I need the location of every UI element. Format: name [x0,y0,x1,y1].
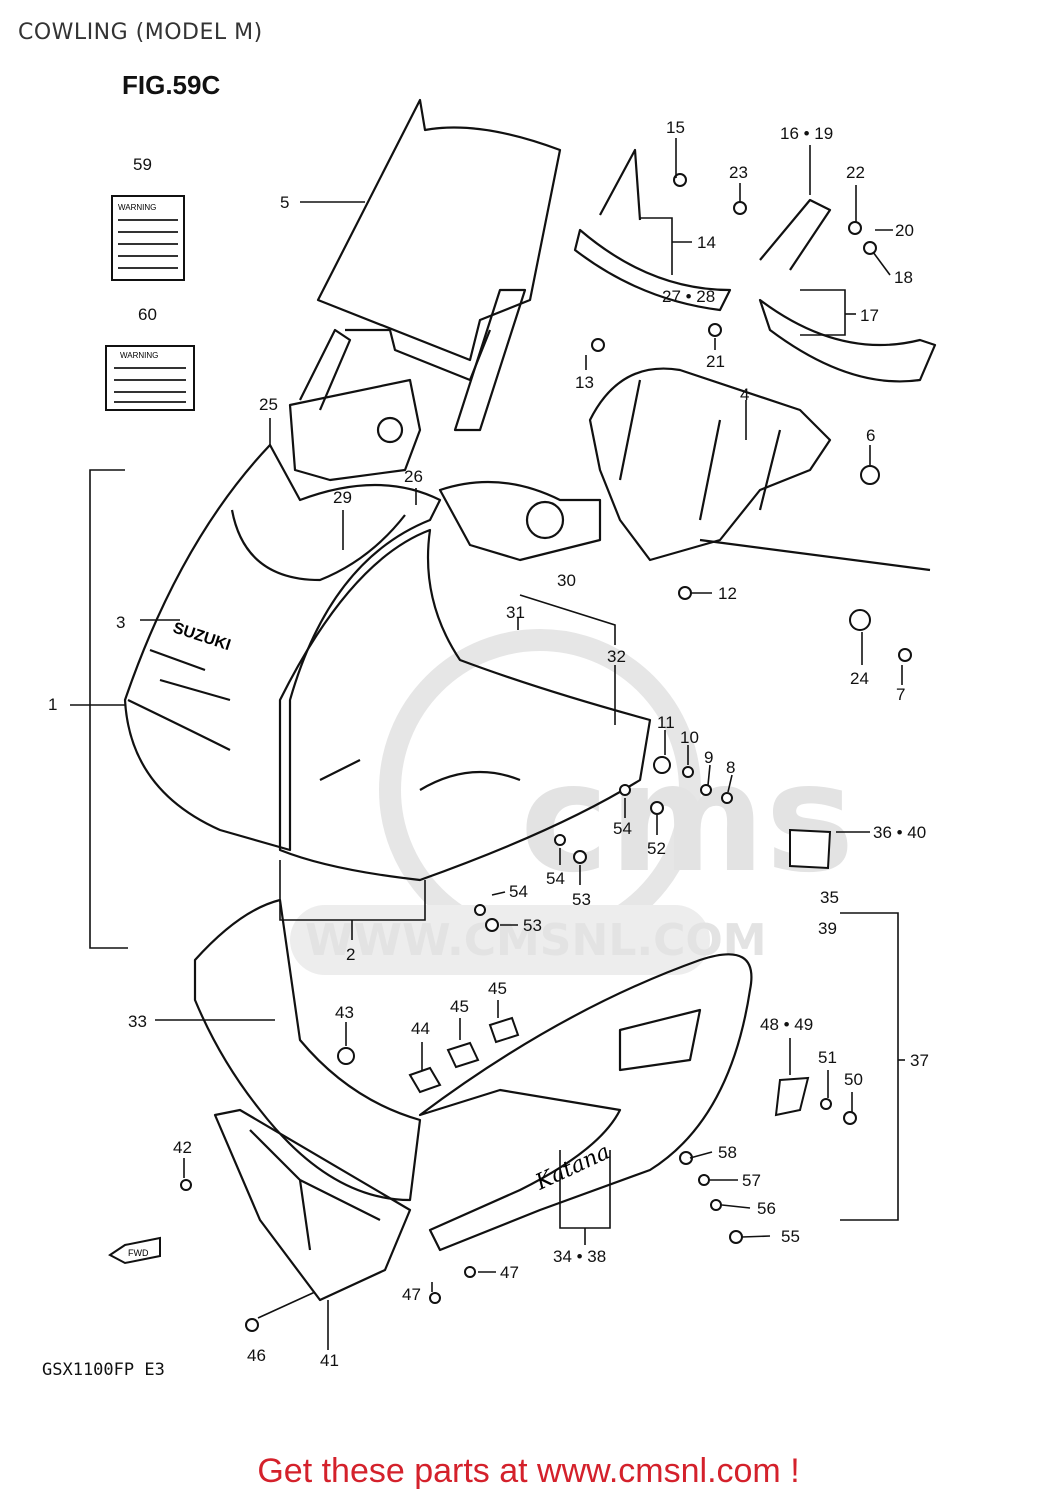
meter-panel [288,378,422,482]
callout-35: 53 [572,890,591,909]
page-title: COWLING (MODEL M) [18,20,263,45]
callout-47: 51 [818,1048,837,1067]
cowl-frame [588,367,832,562]
windscreen [316,98,562,362]
mirror-bracket-left [573,228,732,312]
callout-5: 29 [333,488,352,507]
callout-27: 7 [896,685,905,704]
callout-21: 6 [866,426,875,445]
callout-23: 30 [557,571,576,590]
upper-cowl [123,443,442,852]
callout-10: 16 • 19 [780,124,833,143]
watermark-url: WWW.CMSNL.COM [305,915,767,966]
callout-9: 15 [666,118,685,137]
callout-56: 47 [500,1263,519,1282]
callout-41: 33 [128,1012,147,1031]
callout-22: 12 [718,584,737,603]
callout-28: 11 [657,713,675,732]
callout-1: 60 [138,305,157,324]
callout-49: 37 [910,1051,929,1070]
callout-39: 35 [820,888,839,907]
callout-0: 59 [133,155,152,174]
callout-37: 53 [523,916,542,935]
footer-link[interactable]: Get these parts at www.cmsnl.com ! [257,1452,800,1490]
callout-26: 24 [850,669,869,688]
callout-36: 54 [509,882,528,901]
callout-12: 22 [846,163,865,182]
suzuki-logo: SUZUKI [171,620,233,655]
label-59-text: WARNING [118,203,156,212]
callout-32: 54 [613,819,632,838]
model-code: GSX1100FP E3 [42,1360,165,1380]
mirror-bracket-right [758,298,937,383]
under-cowl-panel [193,898,422,1202]
callout-33: 52 [647,839,666,858]
callout-16: 27 • 28 [662,287,715,306]
callout-38: 36 • 40 [873,823,926,842]
callout-55: 34 • 38 [553,1247,606,1266]
callout-8: 2 [346,945,355,964]
callout-3: 25 [259,395,278,414]
callout-59: 41 [320,1351,339,1370]
callout-43: 44 [411,1019,430,1038]
watermark: cms WWW.CMSNL.COM [290,629,855,975]
leader-lines [70,138,905,1350]
callout-48: 50 [844,1070,863,1089]
lower-side-cowl [418,953,753,1252]
callout-7: 1 [48,695,57,714]
callout-13: 20 [895,221,914,240]
side-cowl [278,528,652,882]
callout-53: 56 [757,1199,776,1218]
callout-40: 39 [818,919,837,938]
callout-57: 47 [402,1285,421,1304]
callout-6: 3 [116,613,125,632]
callout-20: 4 [740,385,749,404]
callout-30: 9 [704,748,713,767]
fwd-arrow: FWD [108,1236,161,1265]
callout-45: 45 [488,979,507,998]
under-cowl-bracket [213,1108,412,1302]
fwd-text: FWD [128,1248,149,1258]
callout-18: 13 [575,373,594,392]
callout-2: 5 [280,193,289,212]
hardware [180,173,912,1332]
label-60-text: WARNING [120,351,158,360]
callout-17: 17 [860,306,879,325]
callout-50: 42 [173,1138,192,1157]
callout-44: 45 [450,997,469,1016]
callout-24: 31 [506,603,525,622]
callout-54: 55 [781,1227,800,1246]
callout-15: 14 [697,233,716,252]
callout-19: 21 [706,352,725,371]
warning-label-59: WARNING [111,195,185,281]
callout-11: 23 [729,163,748,182]
callout-42: 43 [335,1003,354,1022]
callout-46: 48 • 49 [760,1015,813,1034]
parts-diagram: cms WWW.CMSNL.COM WARNING WARNING SUZUKI [48,98,937,1370]
callout-31: 8 [726,758,735,777]
headlight-bracket [438,480,602,562]
callout-51: 58 [718,1143,737,1162]
callout-29: 10 [680,728,699,747]
callout-4: 26 [404,467,423,486]
callout-14: 18 [894,268,913,287]
callout-34: 54 [546,869,565,888]
callout-58: 46 [247,1346,266,1365]
callout-52: 57 [742,1171,761,1190]
callout-25: 32 [607,647,626,666]
figure-number: FIG.59C [122,70,221,100]
warning-label-60: WARNING [105,345,195,411]
